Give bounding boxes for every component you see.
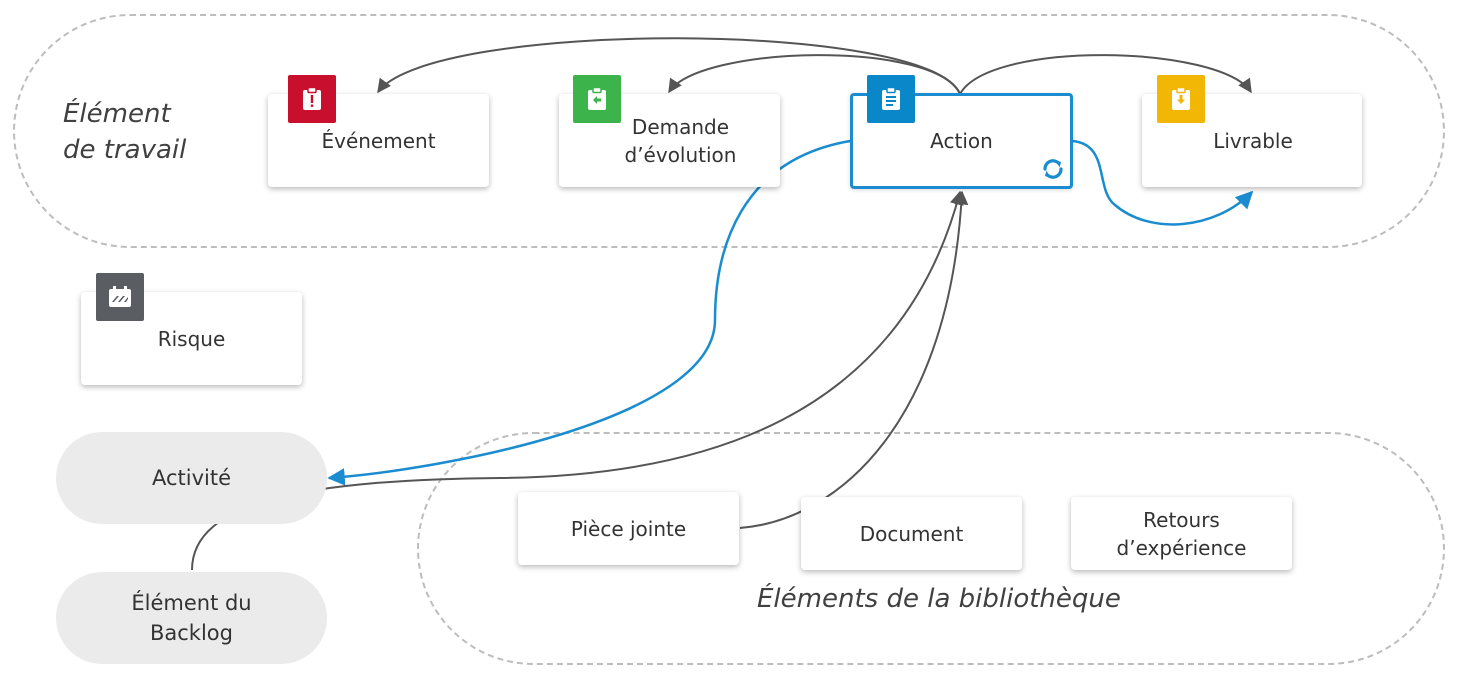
node-piece-jointe-label: Pièce jointe xyxy=(570,516,687,541)
refresh-icon[interactable] xyxy=(1040,156,1066,187)
node-retours-experience-label: Retours d’expérience xyxy=(1116,507,1247,560)
arrow-left-clipboard-icon xyxy=(573,75,621,123)
node-demande-evolution-label: Demande d’évolution xyxy=(624,114,737,167)
edge-piece-action xyxy=(739,190,969,529)
node-evenement-label: Événement xyxy=(321,128,436,153)
edge-action-activite xyxy=(327,139,851,486)
node-risque-label: Risque xyxy=(157,326,226,351)
edge-action-demande xyxy=(668,54,961,95)
risk-calendar-icon xyxy=(96,273,144,321)
list-clipboard-icon xyxy=(867,75,915,123)
edge-action-livrable-blue xyxy=(1072,139,1254,226)
node-document-label: Document xyxy=(859,521,964,546)
pill-activite[interactable]: Activité xyxy=(56,432,327,524)
alert-clipboard-icon xyxy=(288,75,336,123)
library-group-label: Éléments de la bibliothèque xyxy=(757,584,1121,614)
pill-element-backlog-label: Élément du Backlog xyxy=(131,591,252,645)
pill-activite-label: Activité xyxy=(151,466,232,490)
edge-action-livrable-gray xyxy=(959,54,1252,95)
node-action-label: Action xyxy=(930,129,993,153)
work-items-group-label: Élément de travail xyxy=(63,99,187,165)
work-items-group xyxy=(13,14,1445,248)
library-group xyxy=(417,432,1445,665)
node-retours-experience[interactable]: Retours d’expérience xyxy=(1071,497,1292,570)
node-document[interactable]: Document xyxy=(801,497,1022,570)
arrow-down-clipboard-icon xyxy=(1157,75,1205,123)
pill-element-backlog[interactable]: Élément du Backlog xyxy=(56,572,327,664)
node-livrable-label: Livrable xyxy=(1213,128,1293,153)
node-piece-jointe[interactable]: Pièce jointe xyxy=(518,492,739,565)
